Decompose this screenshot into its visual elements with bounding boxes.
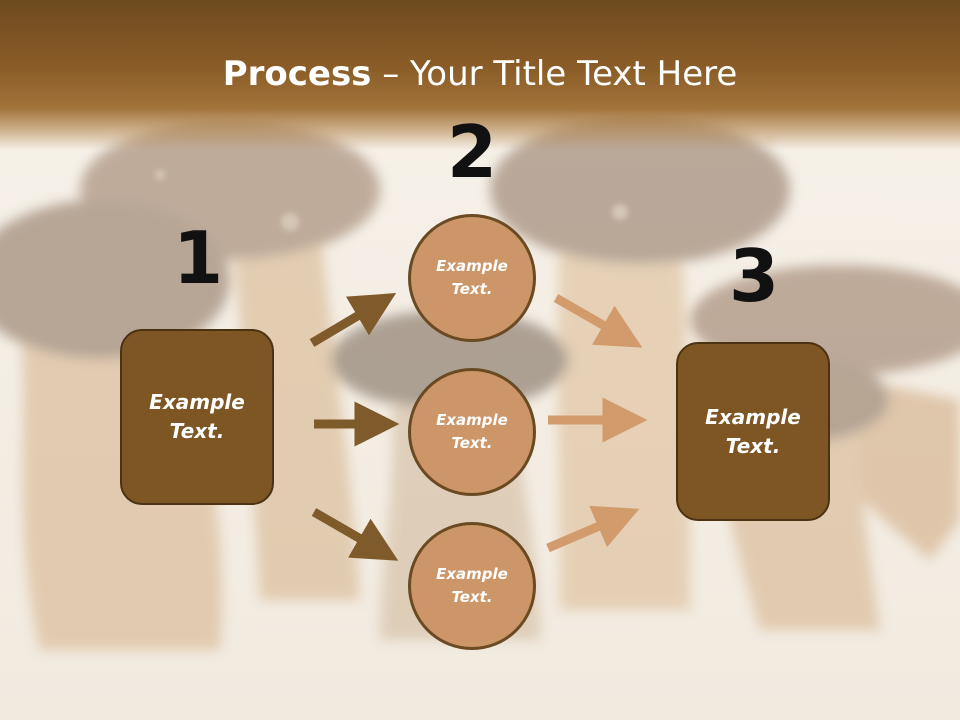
- step-3-box: Example Text.: [676, 342, 830, 521]
- title-bold: Process: [222, 54, 372, 94]
- step-1-text: Example Text.: [149, 390, 245, 443]
- step-2-circle-1-text: Example Text.: [436, 257, 508, 298]
- step-2-circle-2: Example Text.: [408, 368, 536, 496]
- title-rest: – Your Title Text Here: [371, 54, 738, 94]
- arrow-from-circle-3: [546, 505, 640, 553]
- step-2-number: 2: [446, 110, 498, 194]
- step-2-circle-1: Example Text.: [408, 214, 536, 342]
- title-band: [0, 0, 960, 150]
- step-2-circle-2-text: Example Text.: [436, 411, 508, 452]
- step-1-number: 1: [172, 216, 224, 300]
- arrow-to-circle-3: [311, 508, 399, 561]
- step-2-circle-3: Example Text.: [408, 522, 536, 650]
- arrow-to-circle-1: [309, 293, 397, 347]
- step-1-box: Example Text.: [120, 329, 274, 505]
- arrow-from-circle-1: [553, 294, 643, 348]
- slide-title: Process – Your Title Text Here: [0, 52, 960, 96]
- step-3-text: Example Text.: [705, 404, 801, 458]
- step-2-circle-3-text: Example Text.: [436, 565, 508, 606]
- step-3-number: 3: [728, 234, 780, 318]
